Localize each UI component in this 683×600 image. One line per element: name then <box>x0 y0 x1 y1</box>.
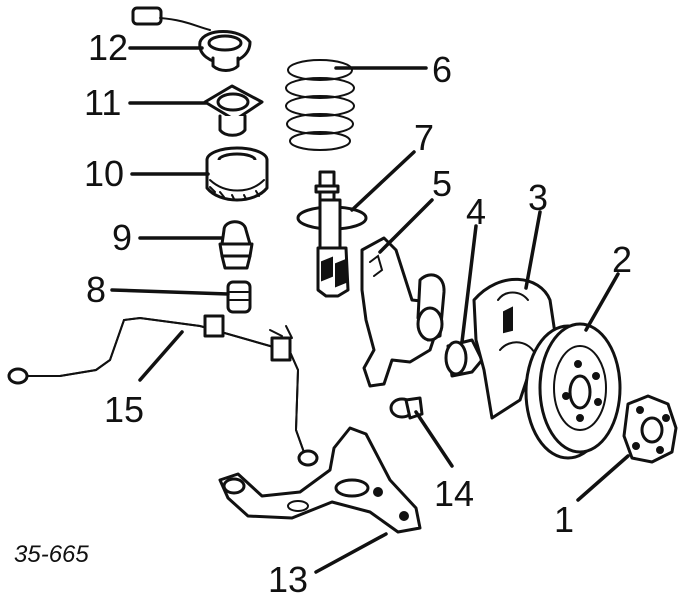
callout-labels: 12 11 10 9 8 6 7 5 4 3 2 1 14 13 15 <box>84 27 632 600</box>
leader-8 <box>110 288 230 296</box>
brake-disc-part <box>524 322 622 460</box>
callout-11: 11 <box>84 82 121 123</box>
coil-spring-part <box>285 59 355 151</box>
steering-knuckle-part <box>360 236 446 388</box>
callout-7: 7 <box>414 117 434 158</box>
leader-13 <box>314 532 388 574</box>
leader-15 <box>138 330 184 382</box>
leader-7 <box>350 150 416 212</box>
dust-boot-part <box>226 280 252 314</box>
leader-1 <box>576 454 630 502</box>
callout-9: 9 <box>112 217 132 258</box>
callout-5: 5 <box>432 163 452 204</box>
leader-4 <box>460 224 478 344</box>
leader-5 <box>378 198 434 254</box>
strut-part <box>296 170 368 298</box>
stabilizer-bar-part <box>7 314 319 467</box>
ball-joint-bolt-part <box>389 396 424 420</box>
leader-14 <box>414 410 454 468</box>
callout-13: 13 <box>268 559 308 600</box>
callout-10: 10 <box>84 153 124 194</box>
leader-lines <box>110 46 630 574</box>
callout-8: 8 <box>86 269 106 310</box>
lower-control-arm-part <box>218 426 422 534</box>
callout-3: 3 <box>528 177 548 218</box>
leader-3 <box>524 210 542 290</box>
upper-mount-part <box>131 6 252 72</box>
figure-code: 35-665 <box>14 541 89 568</box>
dust-shield-part <box>472 277 558 420</box>
spring-seat-part <box>205 146 269 202</box>
bump-stop-part <box>218 220 254 270</box>
callout-2: 2 <box>612 239 632 280</box>
callout-12: 12 <box>88 27 128 68</box>
hub-bearing-part <box>444 338 484 378</box>
leader-2 <box>584 272 620 332</box>
callout-6: 6 <box>432 49 452 90</box>
callout-1: 1 <box>554 499 574 540</box>
bearing-plate-part <box>203 84 264 137</box>
callout-15: 15 <box>104 389 144 430</box>
hub-flange-part <box>622 394 678 464</box>
callout-14: 14 <box>434 473 474 514</box>
callout-4: 4 <box>466 191 486 232</box>
